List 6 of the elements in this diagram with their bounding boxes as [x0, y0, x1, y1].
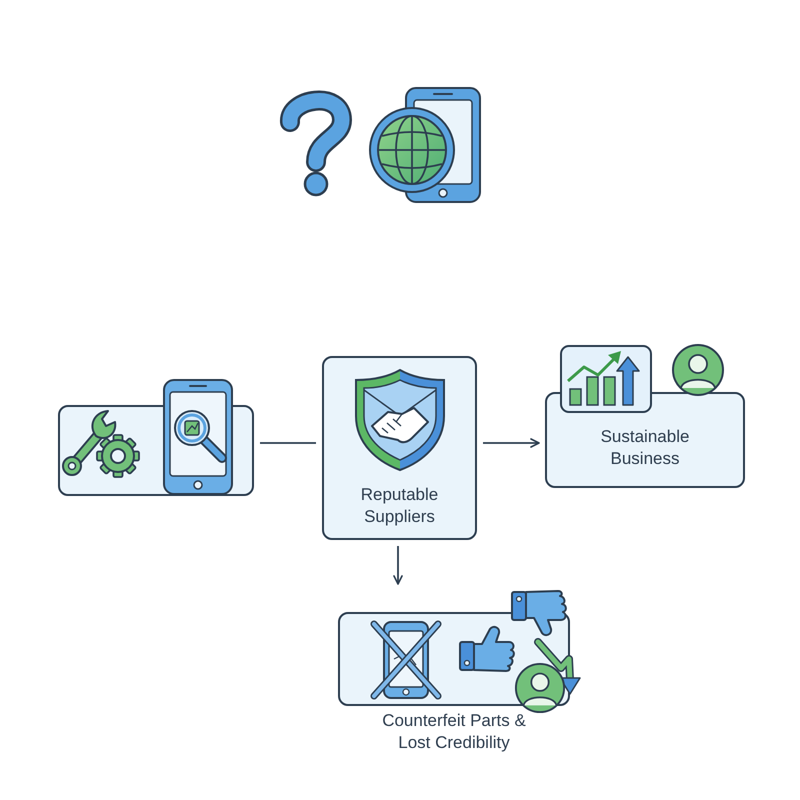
node-label: Reputable Suppliers	[360, 484, 440, 528]
connector-line	[260, 442, 316, 444]
node-label: Sustainable Business	[600, 426, 690, 470]
arrow	[483, 438, 540, 448]
arrow	[393, 546, 403, 585]
node-label: Counterfeit Parts & Lost Credibility	[381, 710, 527, 754]
